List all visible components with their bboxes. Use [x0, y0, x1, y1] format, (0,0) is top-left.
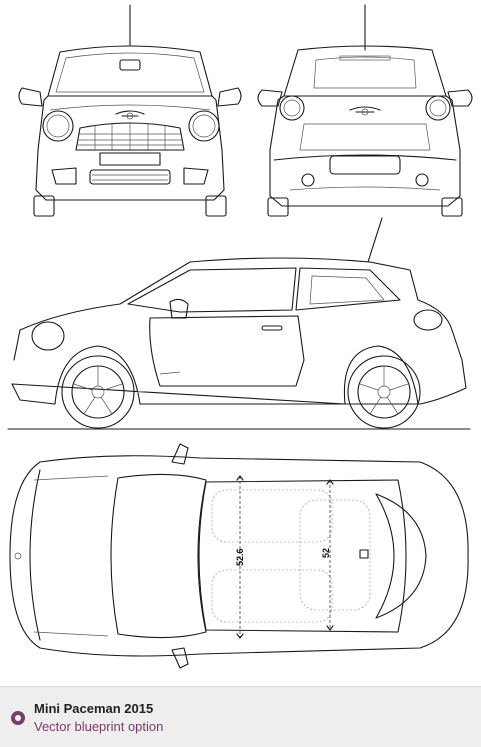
blueprint-drawing: 52.6 52	[7, 4, 473, 669]
footer-subtitle[interactable]: Vector blueprint option	[34, 719, 164, 734]
rear-view	[257, 4, 473, 217]
top-view: 52.6 52	[9, 443, 469, 669]
footer-title: Mini Paceman 2015	[34, 701, 154, 716]
footer-caption: Mini Paceman 2015 Vector blueprint optio…	[0, 686, 481, 747]
dimension-left-label: 52.6	[235, 548, 245, 566]
side-view	[7, 217, 471, 430]
front-view	[18, 4, 242, 217]
circle-bullet-icon	[11, 711, 25, 725]
dimension-right-label: 52	[321, 548, 331, 558]
